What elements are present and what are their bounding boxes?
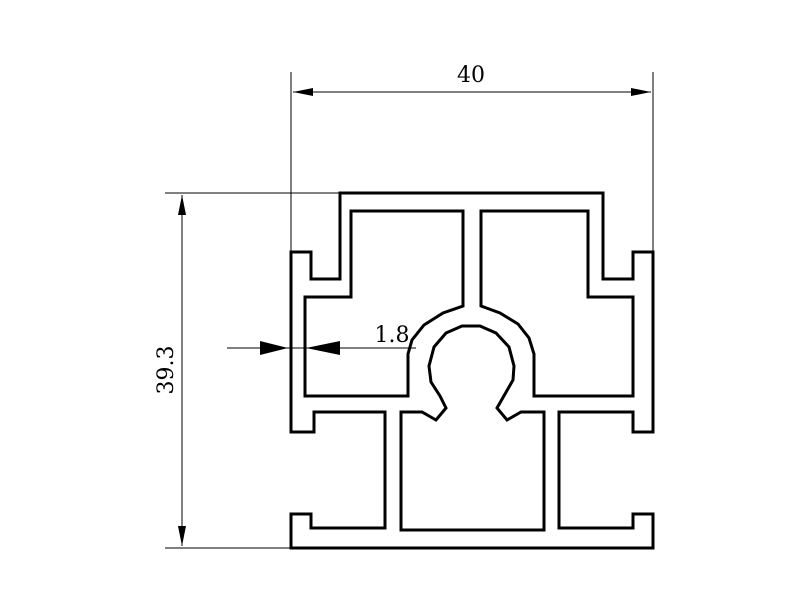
wall-thickness-dimension: 1.8 bbox=[227, 323, 416, 355]
chamber-upper-right bbox=[479, 209, 635, 398]
chamber-upper-left bbox=[303, 209, 465, 398]
aluminium-profile-section bbox=[289, 191, 655, 550]
wall-arrow-left bbox=[260, 341, 288, 355]
chamber-lower-center bbox=[399, 324, 546, 532]
profile-outer-contour bbox=[289, 191, 655, 550]
height-dimension: 39.3 bbox=[154, 192, 340, 549]
wall-arrow-right bbox=[306, 341, 340, 355]
height-label: 39.3 bbox=[154, 346, 179, 395]
width-label: 40 bbox=[457, 63, 485, 88]
width-dimension: 40 bbox=[290, 63, 654, 258]
wall-label: 1.8 bbox=[375, 323, 410, 348]
